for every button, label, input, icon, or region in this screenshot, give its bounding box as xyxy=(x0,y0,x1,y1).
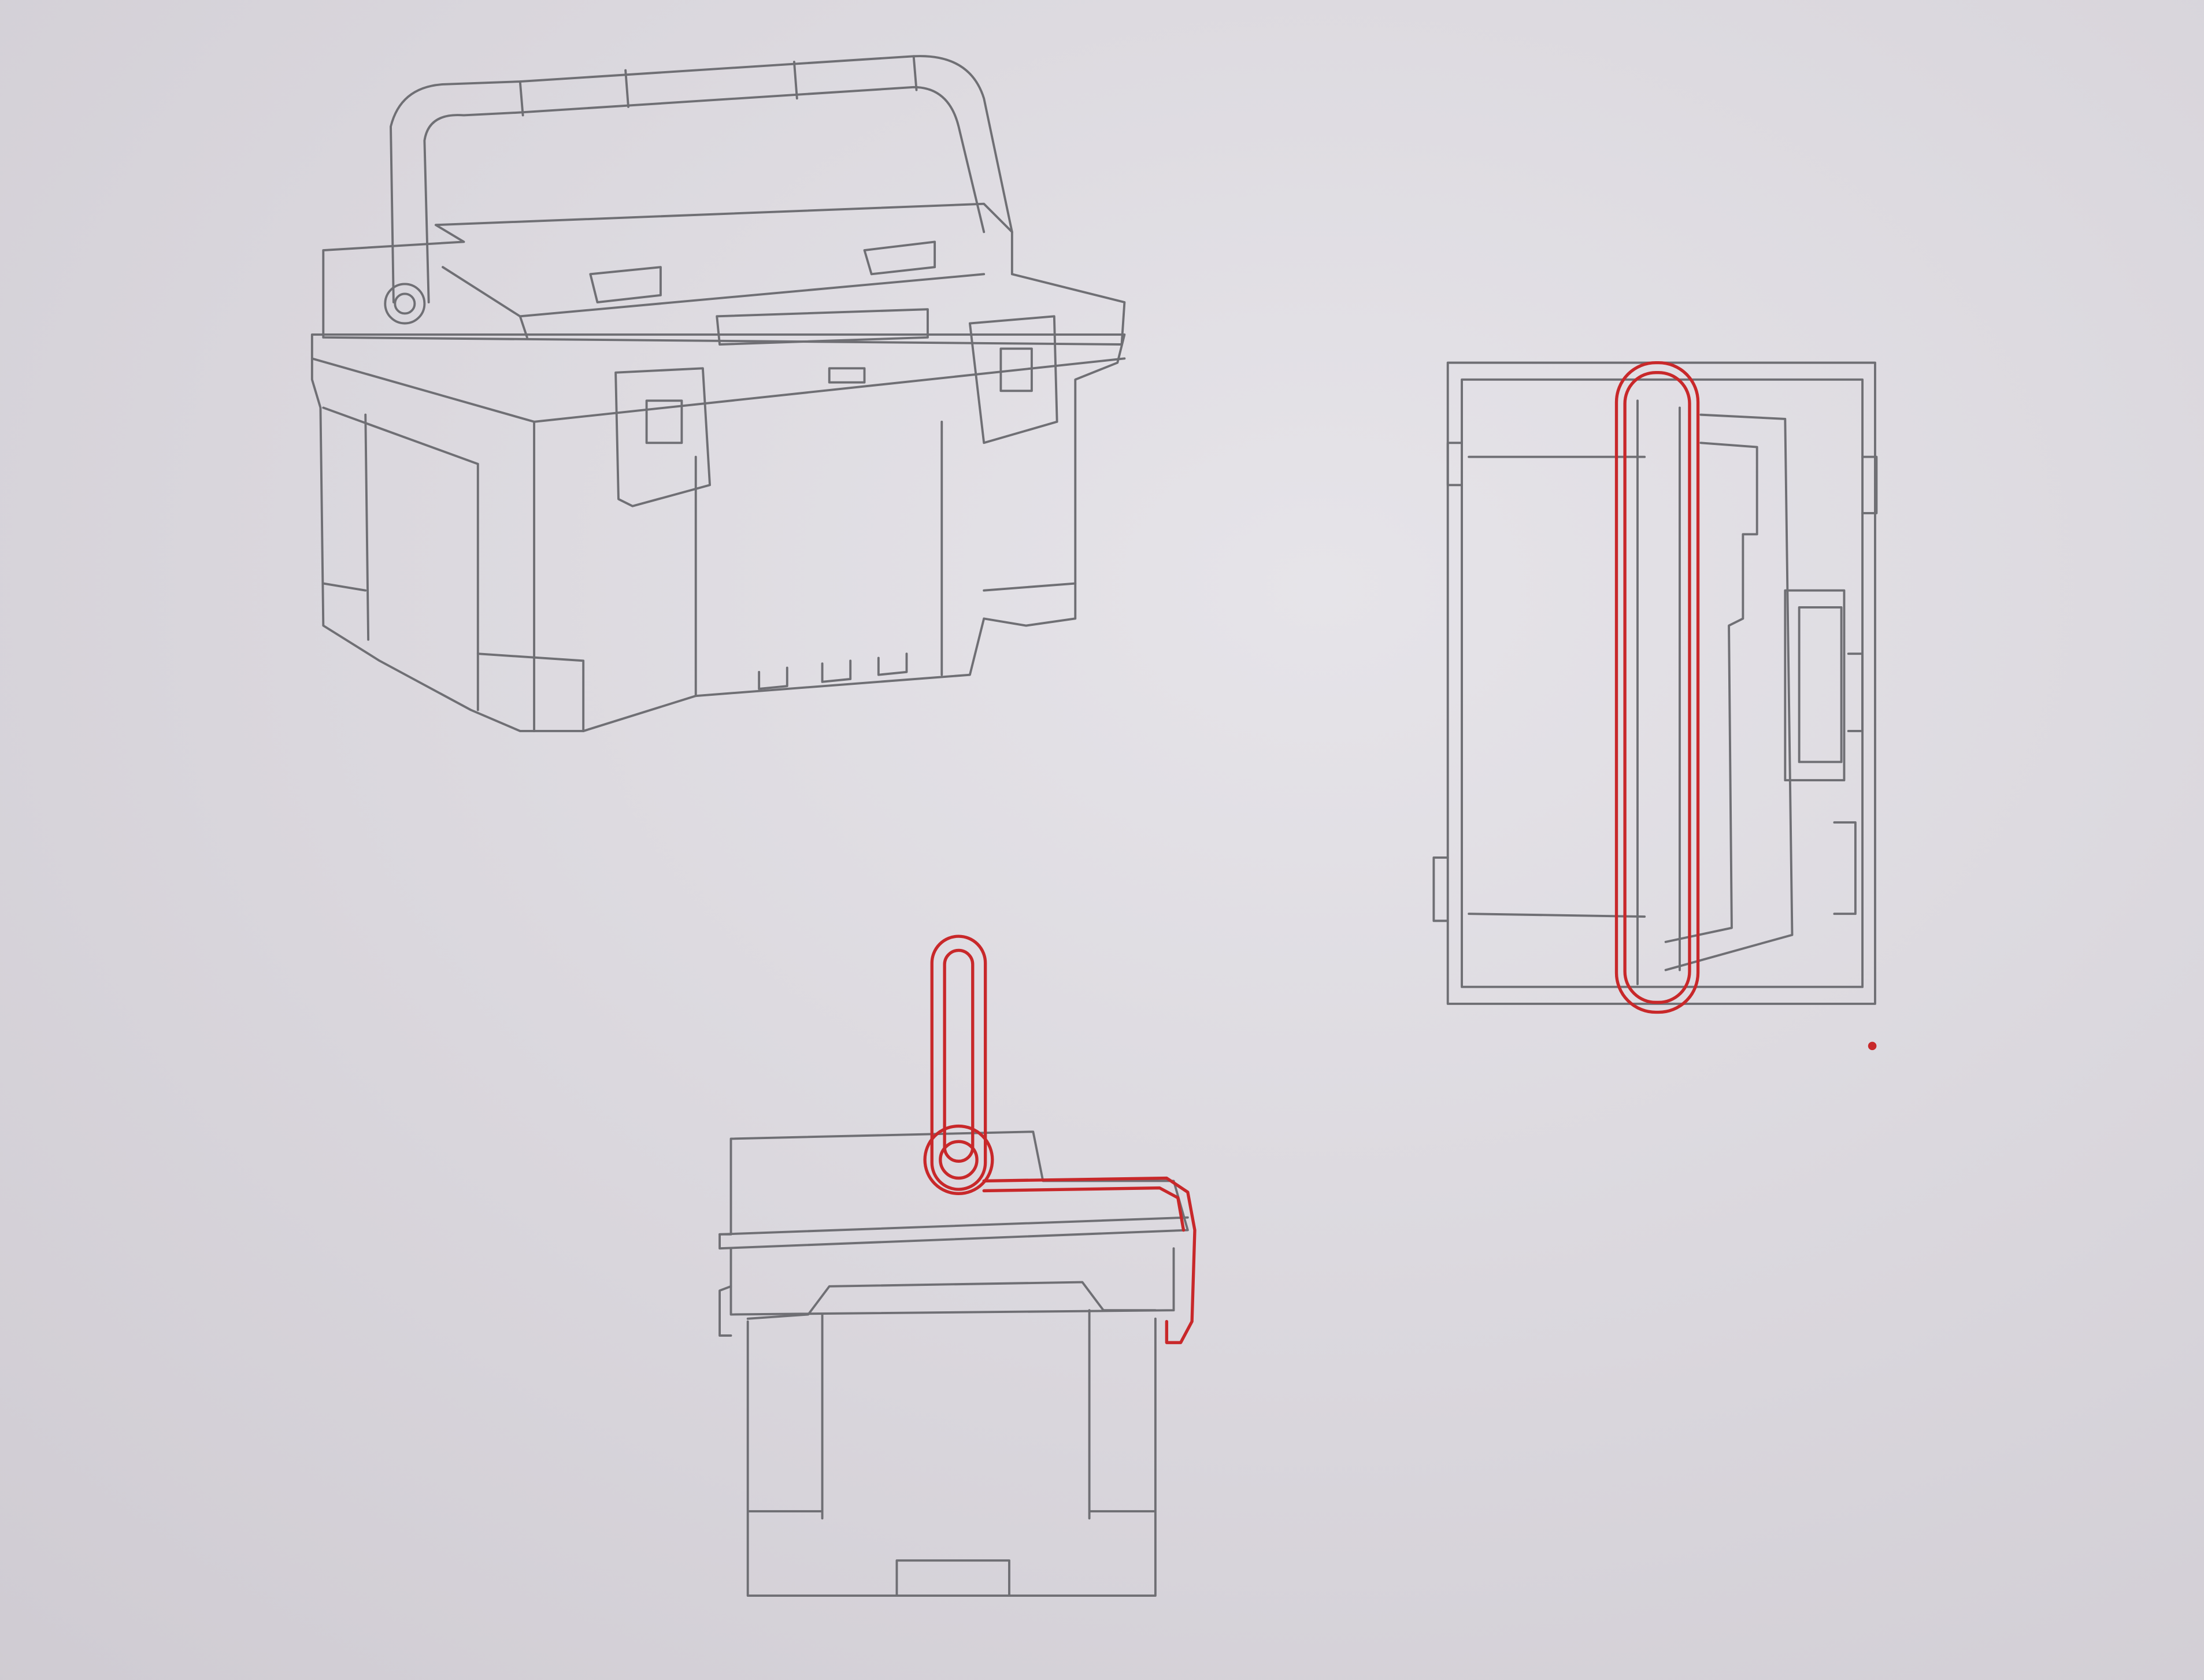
handle-highlight-side xyxy=(930,934,987,1191)
toolbox-perspective-drawing xyxy=(310,55,1126,732)
toolbox-top-view-drawing xyxy=(1432,361,1878,1051)
handle xyxy=(390,55,1013,303)
handle-highlight-top xyxy=(1614,361,1700,1014)
latch-left xyxy=(614,367,711,507)
toolbox-side-view-drawing xyxy=(718,934,1197,1597)
lid xyxy=(322,202,1126,346)
latch-right xyxy=(968,315,1058,444)
red-dot xyxy=(1868,1041,1877,1051)
